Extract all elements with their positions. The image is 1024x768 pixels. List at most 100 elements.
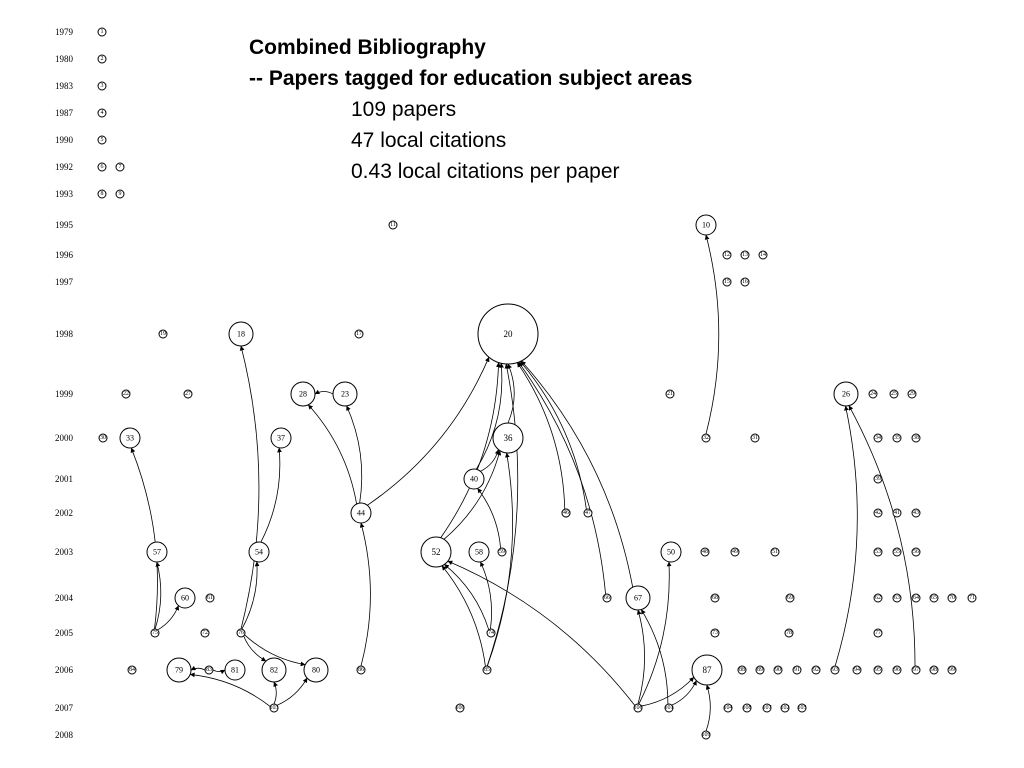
- paper-node-106[interactable]: 106: [633, 703, 643, 713]
- paper-node-13[interactable]: 13: [740, 250, 750, 260]
- paper-node-50[interactable]: 50: [660, 541, 682, 563]
- paper-node-33[interactable]: 33: [119, 427, 141, 449]
- paper-node-93[interactable]: 93: [830, 665, 840, 675]
- paper-node-94[interactable]: 94: [852, 665, 862, 675]
- paper-node-77[interactable]: 77: [873, 628, 883, 638]
- paper-node-63[interactable]: 63: [892, 593, 902, 603]
- paper-node-16[interactable]: 16: [740, 277, 750, 287]
- paper-node-108[interactable]: 108: [742, 703, 752, 713]
- paper-node-3[interactable]: 3: [97, 81, 107, 91]
- paper-node-78[interactable]: 78: [784, 628, 794, 638]
- paper-node-84[interactable]: 84: [127, 665, 137, 675]
- paper-node-22[interactable]: 22: [121, 389, 131, 399]
- paper-node-60[interactable]: 60: [174, 587, 196, 609]
- paper-node-65[interactable]: 65: [929, 593, 939, 603]
- paper-node-66[interactable]: 66: [602, 593, 612, 603]
- paper-node-54[interactable]: 54: [248, 541, 270, 563]
- paper-node-38[interactable]: 38: [911, 433, 921, 443]
- paper-node-98[interactable]: 98: [929, 665, 939, 675]
- paper-node-27[interactable]: 27: [183, 389, 193, 399]
- paper-node-107[interactable]: 107: [762, 703, 772, 713]
- paper-node-31[interactable]: 31: [750, 433, 760, 443]
- paper-node-43[interactable]: 43: [911, 508, 921, 518]
- paper-node-41[interactable]: 41: [892, 508, 902, 518]
- paper-node-1[interactable]: 1: [97, 27, 107, 37]
- paper-node-36[interactable]: 36: [492, 422, 524, 454]
- paper-node-102[interactable]: 102: [780, 703, 790, 713]
- paper-node-46[interactable]: 46: [561, 508, 571, 518]
- paper-node-59[interactable]: 59: [497, 547, 507, 557]
- paper-node-68[interactable]: 68: [710, 593, 720, 603]
- paper-node-32[interactable]: 32: [701, 433, 711, 443]
- paper-node-21[interactable]: 21: [665, 389, 675, 399]
- paper-node-15[interactable]: 15: [722, 277, 732, 287]
- paper-node-34[interactable]: 34: [873, 433, 883, 443]
- paper-node-79[interactable]: 79: [166, 657, 192, 683]
- paper-node-83[interactable]: 83: [204, 665, 214, 675]
- paper-node-37[interactable]: 37: [270, 427, 292, 449]
- paper-node-61[interactable]: 61: [205, 593, 215, 603]
- paper-node-71[interactable]: 71: [967, 593, 977, 603]
- paper-node-69[interactable]: 69: [785, 593, 795, 603]
- paper-node-89[interactable]: 89: [755, 665, 765, 675]
- paper-node-97[interactable]: 97: [911, 665, 921, 675]
- paper-node-42[interactable]: 42: [873, 508, 883, 518]
- paper-node-57[interactable]: 57: [146, 541, 168, 563]
- paper-node-9[interactable]: 9: [115, 189, 125, 199]
- paper-node-70[interactable]: 70: [947, 593, 957, 603]
- paper-node-47[interactable]: 47: [583, 508, 593, 518]
- paper-node-4[interactable]: 4: [97, 108, 107, 118]
- paper-node-26[interactable]: 26: [833, 381, 859, 407]
- paper-node-49[interactable]: 49: [730, 547, 740, 557]
- paper-node-40[interactable]: 40: [463, 468, 485, 490]
- paper-node-85[interactable]: 85: [482, 665, 492, 675]
- paper-node-104[interactable]: 104: [723, 703, 733, 713]
- paper-node-11[interactable]: 11: [388, 220, 398, 230]
- paper-node-52[interactable]: 52: [420, 536, 452, 568]
- paper-node-39[interactable]: 39: [873, 474, 883, 484]
- paper-node-17[interactable]: 17: [354, 329, 364, 339]
- paper-node-2[interactable]: 2: [97, 54, 107, 64]
- paper-node-76[interactable]: 76: [236, 628, 246, 638]
- paper-node-86[interactable]: 86: [356, 665, 366, 675]
- paper-node-58[interactable]: 58: [468, 541, 490, 563]
- paper-node-28[interactable]: 28: [290, 381, 316, 407]
- paper-node-75[interactable]: 75: [150, 628, 160, 638]
- paper-node-19[interactable]: 19: [158, 329, 168, 339]
- paper-node-109[interactable]: 109: [701, 730, 711, 740]
- paper-node-90[interactable]: 90: [773, 665, 783, 675]
- paper-node-81[interactable]: 81: [224, 659, 246, 681]
- paper-node-87[interactable]: 87: [691, 654, 723, 686]
- paper-node-91[interactable]: 91: [792, 665, 802, 675]
- paper-node-103[interactable]: 103: [269, 703, 279, 713]
- paper-node-29[interactable]: 29: [907, 389, 917, 399]
- paper-node-5[interactable]: 5: [97, 135, 107, 145]
- paper-node-25[interactable]: 25: [889, 389, 899, 399]
- paper-node-14[interactable]: 14: [758, 250, 768, 260]
- paper-node-73[interactable]: 73: [710, 628, 720, 638]
- paper-node-18[interactable]: 18: [228, 321, 254, 347]
- paper-node-67[interactable]: 67: [625, 585, 651, 611]
- paper-node-74[interactable]: 74: [486, 628, 496, 638]
- paper-node-20[interactable]: 20: [477, 303, 539, 365]
- paper-node-92[interactable]: 92: [811, 665, 821, 675]
- paper-node-100[interactable]: 100: [455, 703, 465, 713]
- paper-node-80[interactable]: 80: [303, 657, 329, 683]
- paper-node-88[interactable]: 88: [737, 665, 747, 675]
- paper-node-72[interactable]: 72: [200, 628, 210, 638]
- paper-node-101[interactable]: 101: [664, 703, 674, 713]
- paper-node-30[interactable]: 30: [98, 433, 108, 443]
- paper-node-82[interactable]: 82: [261, 657, 287, 683]
- paper-node-23[interactable]: 23: [332, 381, 358, 407]
- paper-node-53[interactable]: 53: [873, 547, 883, 557]
- paper-node-24[interactable]: 24: [868, 389, 878, 399]
- paper-node-64[interactable]: 64: [911, 593, 921, 603]
- paper-node-12[interactable]: 12: [722, 250, 732, 260]
- paper-node-6[interactable]: 6: [97, 162, 107, 172]
- paper-node-7[interactable]: 7: [115, 162, 125, 172]
- paper-node-96[interactable]: 96: [892, 665, 902, 675]
- paper-node-10[interactable]: 10: [695, 214, 717, 236]
- paper-node-105[interactable]: 105: [797, 703, 807, 713]
- paper-node-8[interactable]: 8: [97, 189, 107, 199]
- paper-node-44[interactable]: 44: [350, 502, 372, 524]
